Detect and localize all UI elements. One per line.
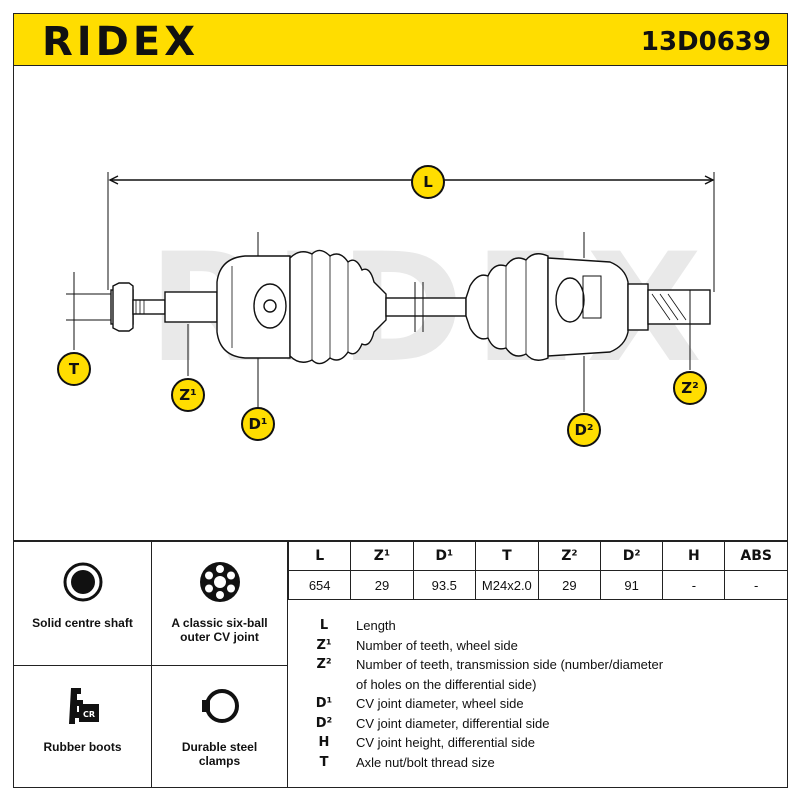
brand-logo: RIDEX bbox=[42, 19, 200, 65]
six-ball-joint-icon bbox=[198, 560, 242, 604]
header-bar: RIDEX 13D0639 bbox=[13, 13, 788, 66]
spec-header: D² bbox=[600, 542, 664, 571]
steel-clamp-icon bbox=[198, 684, 242, 728]
legend-row: of holes on the differential side) bbox=[356, 676, 537, 692]
spec-value: 29 bbox=[350, 570, 414, 600]
spec-value: - bbox=[662, 570, 726, 600]
spec-value: 91 bbox=[600, 570, 664, 600]
feature-label: Durable steel clamps bbox=[181, 740, 258, 768]
svg-text:CR: CR bbox=[82, 710, 94, 719]
feature-steel-clamps: Durable steel clamps bbox=[152, 666, 288, 787]
drawing-area bbox=[13, 66, 788, 541]
callout-Z2: Z² bbox=[673, 371, 707, 405]
rubber-boot-icon: CR bbox=[63, 684, 103, 728]
feature-label: Solid centre shaft bbox=[32, 616, 133, 630]
spec-table: L Z¹ D¹ T Z² D² H ABS 654 29 93.5 M24x2.… bbox=[287, 542, 787, 600]
spec-value: 29 bbox=[537, 570, 602, 600]
spec-value: M24x2.0 bbox=[474, 570, 539, 600]
feature-solid-shaft: Solid centre shaft bbox=[14, 542, 152, 666]
spec-header: T bbox=[474, 542, 539, 571]
callout-L: L bbox=[411, 165, 445, 199]
spec-value: - bbox=[724, 570, 787, 600]
transmission-spline bbox=[647, 289, 711, 325]
callout-Z1: Z¹ bbox=[171, 378, 205, 412]
callout-D1: D¹ bbox=[241, 407, 275, 441]
inner-boot bbox=[465, 253, 549, 361]
spec-value-row: 654 29 93.5 M24x2.0 29 91 - - bbox=[287, 570, 787, 600]
spec-header: ABS bbox=[724, 542, 787, 571]
feature-six-ball-joint: A classic six-ball outer CV joint bbox=[152, 542, 288, 666]
spec-header: L bbox=[287, 542, 352, 571]
feature-label: Rubber boots bbox=[43, 740, 122, 754]
spec-header-row: L Z¹ D¹ T Z² D² H ABS bbox=[287, 542, 787, 571]
part-number: 13D0639 bbox=[640, 27, 771, 57]
spec-header: Z² bbox=[537, 542, 602, 571]
feature-rubber-boots: CR Rubber boots bbox=[14, 666, 152, 787]
spec-header: D¹ bbox=[412, 542, 476, 571]
spec-panel: Solid centre shaft A classic six-ball ou… bbox=[13, 541, 788, 788]
drive-shaft-drawing: RIDEX bbox=[66, 172, 715, 412]
feature-label: A classic six-ball outer CV joint bbox=[171, 616, 268, 644]
outer-boot bbox=[289, 249, 387, 365]
spec-header: H bbox=[662, 542, 726, 571]
arrow-left-icon bbox=[108, 175, 119, 185]
spec-header: Z¹ bbox=[350, 542, 414, 571]
callout-T: T bbox=[57, 352, 91, 386]
spec-value: 93.5 bbox=[412, 570, 476, 600]
callout-D2: D² bbox=[567, 413, 601, 447]
solid-shaft-icon bbox=[62, 560, 104, 604]
arrow-right-icon bbox=[704, 175, 715, 185]
centre-shaft bbox=[385, 297, 467, 317]
wheel-spline bbox=[132, 299, 166, 315]
inner-cv-joint bbox=[547, 257, 629, 357]
spec-value: 654 bbox=[287, 570, 352, 600]
